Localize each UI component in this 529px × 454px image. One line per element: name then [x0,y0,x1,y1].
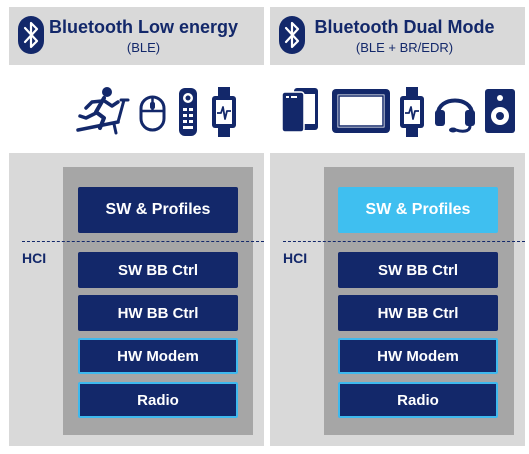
dual-mode-header: Bluetooth Dual Mode (BLE + BR/EDR) [270,7,525,65]
hci-divider [22,241,264,242]
dual-mode-title: Bluetooth Dual Mode [314,17,495,37]
speaker-icon [485,89,515,133]
sw-profiles-block: SW & Profiles [78,187,238,233]
hw-bb-ctrl-block: HW BB Ctrl [78,295,238,331]
bluetooth-icon [279,16,305,54]
hw-modem-block: HW Modem [338,338,498,374]
bluetooth-icon [18,16,44,54]
dual-mode-subtitle: (BLE + BR/EDR) [355,40,454,55]
sw-bb-ctrl-block: SW BB Ctrl [338,252,498,288]
smartwatch-icon [400,87,424,137]
radio-block: Radio [338,382,498,418]
ble-header: Bluetooth Low energy (BLE) [9,7,264,65]
hw-bb-ctrl-block: HW BB Ctrl [338,295,498,331]
hci-label: HCI [22,250,47,266]
hw-modem-block: HW Modem [78,338,238,374]
radio-block: Radio [78,382,238,418]
remote-control-icon [179,88,197,136]
hci-label: HCI [283,250,308,266]
sw-bb-ctrl-block: SW BB Ctrl [78,252,238,288]
ble-subtitle: (BLE) [126,40,161,55]
smartphone-icon [281,88,318,133]
smartwatch-icon [212,87,236,137]
hci-divider [283,241,525,242]
treadmill-runner-icon [76,87,130,135]
tablet-icon [332,89,390,133]
ble-title: Bluetooth Low energy [49,17,238,37]
sw-profiles-block: SW & Profiles [338,187,498,233]
computer-mouse-icon [139,95,166,132]
headset-icon [435,98,475,133]
